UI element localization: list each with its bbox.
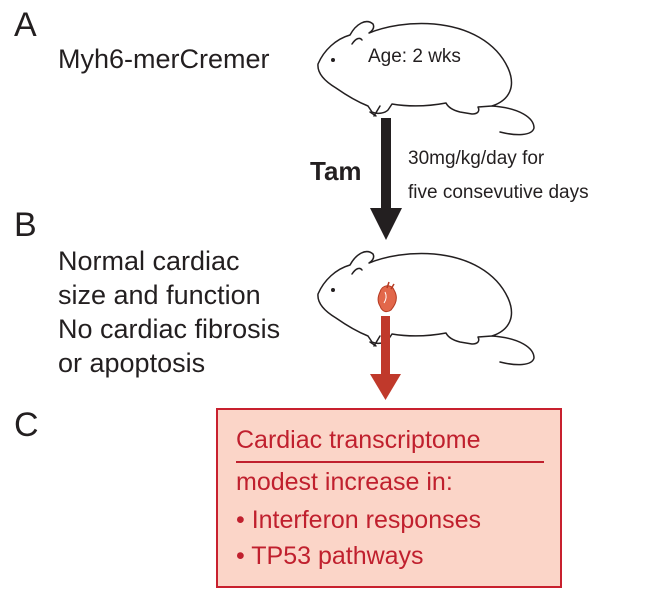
result-box: Cardiac transcriptome modest increase in… bbox=[216, 408, 562, 588]
bullet-interferon: • Interferon responses bbox=[236, 506, 481, 534]
dose-line-2: five consevutive days bbox=[408, 182, 589, 203]
box-subtitle: modest increase in: bbox=[236, 468, 453, 496]
box-title: Cardiac transcriptome bbox=[236, 426, 481, 454]
panel-letter-c: C bbox=[14, 406, 39, 444]
mouse-eye bbox=[331, 288, 335, 292]
strain-label: Myh6-merCremer bbox=[58, 44, 270, 74]
heart-icon bbox=[377, 281, 397, 313]
mouse-eye bbox=[331, 58, 335, 62]
panel-letter-a: A bbox=[14, 6, 37, 44]
finding-line-1: Normal cardiac bbox=[58, 246, 240, 276]
treatment-arrow bbox=[370, 118, 402, 240]
title-divider bbox=[236, 461, 544, 463]
dose-line-1: 30mg/kg/day for bbox=[408, 148, 545, 169]
finding-line-2: size and function bbox=[58, 280, 261, 310]
result-arrow bbox=[370, 316, 401, 400]
age-label: Age: 2 wks bbox=[368, 46, 461, 67]
finding-line-3: No cardiac fibrosis bbox=[58, 314, 281, 344]
mouse-icon bbox=[317, 250, 535, 366]
panel-letter-b: B bbox=[14, 206, 37, 244]
finding-line-4: or apoptosis bbox=[58, 348, 206, 378]
mouse-icon bbox=[317, 20, 535, 136]
drug-label: Tam bbox=[310, 156, 362, 186]
bullet-tp53: • TP53 pathways bbox=[236, 542, 424, 570]
